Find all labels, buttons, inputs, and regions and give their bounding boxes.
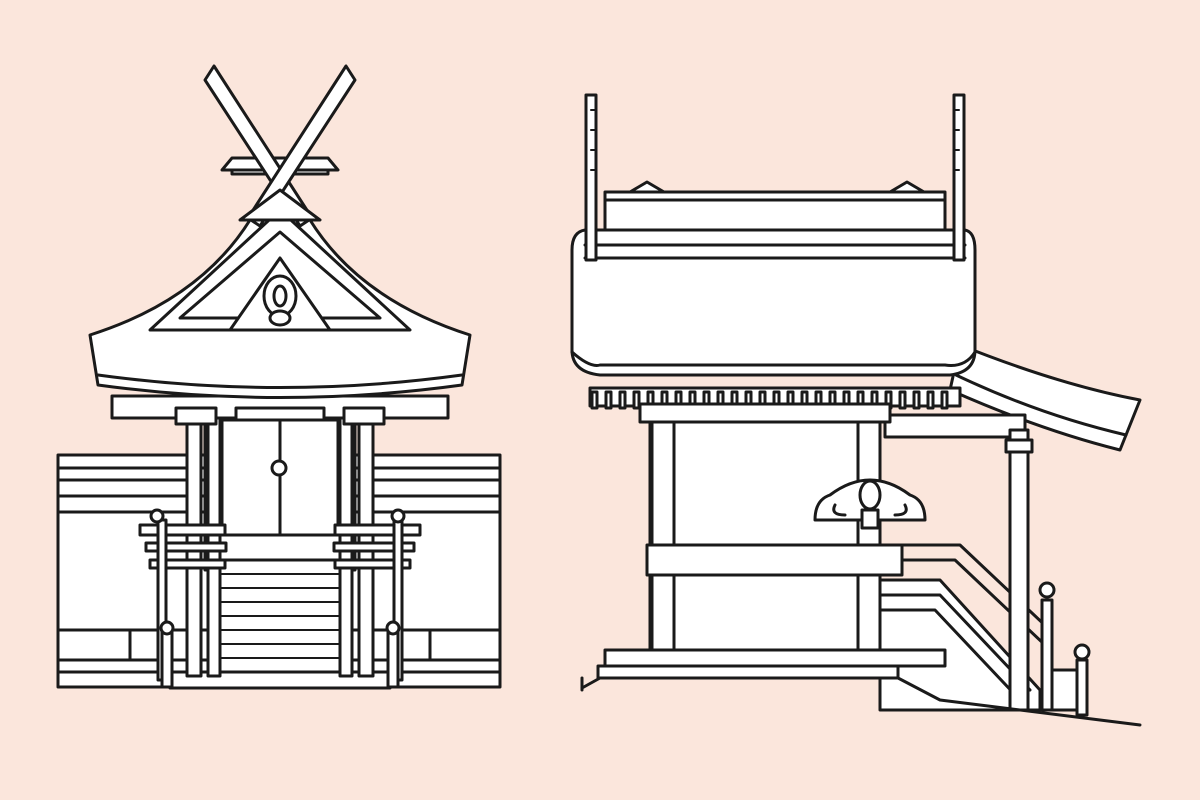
eave-tooth	[926, 390, 935, 410]
post-knob-icon	[385, 620, 401, 636]
eave-tooth	[940, 390, 949, 410]
eave-tooth	[912, 390, 921, 410]
side-chigi	[584, 93, 966, 262]
side-hall-body	[645, 418, 927, 662]
post-knob-icon	[1073, 643, 1091, 661]
eave-tooth	[898, 390, 907, 410]
eave-tooth	[618, 390, 627, 410]
side-foundation	[580, 648, 1142, 727]
post-knob-icon	[149, 508, 165, 524]
front-chigi	[203, 64, 357, 228]
eave-tooth	[604, 390, 613, 410]
shrine-front-view	[56, 64, 502, 690]
side-roof	[570, 180, 977, 377]
side-stairs	[878, 543, 1091, 717]
shrine-side-view	[570, 93, 1142, 727]
post-knob-icon	[390, 508, 406, 524]
side-eave-brackets	[588, 386, 962, 424]
front-roof	[88, 208, 472, 399]
front-eave-brackets	[110, 394, 450, 426]
post-knob-icon	[159, 620, 175, 636]
front-railing-right	[332, 508, 422, 689]
door-ring-icon	[270, 459, 288, 477]
post-knob-icon	[1038, 581, 1056, 599]
side-stair-canopy	[883, 343, 1142, 712]
front-railing-left	[138, 508, 228, 689]
eave-tooth	[632, 390, 641, 410]
eave-tooth	[590, 390, 599, 410]
